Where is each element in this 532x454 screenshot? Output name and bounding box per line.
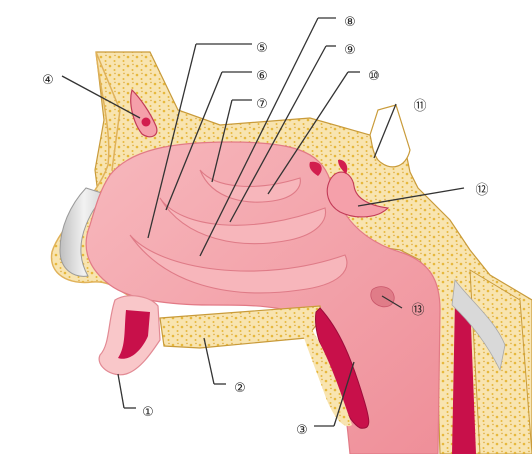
label-3: ③ (296, 423, 308, 438)
nasal-cartilage (59, 187, 110, 277)
label-7: ⑦ (256, 97, 268, 112)
label-7-text: ⑦ (256, 97, 268, 112)
label-4: ④ (42, 73, 54, 88)
pharyngeal-wall (452, 300, 476, 454)
label-12-text: ⑫ (475, 183, 488, 198)
superior-turbinate (199, 169, 301, 203)
label-5: ⑤ (256, 41, 268, 56)
label-1: ① (142, 405, 154, 420)
sella-turcica (369, 104, 411, 168)
label-5-text: ⑤ (256, 41, 268, 56)
sphenoid-sinus (326, 171, 390, 218)
label-6: ⑥ (256, 69, 268, 84)
label-9: ⑨ (344, 43, 356, 58)
label-8-text: ⑧ (344, 15, 356, 30)
label-10-text: ⑩ (368, 69, 380, 84)
hard-palate (159, 305, 323, 349)
label-2: ② (234, 381, 246, 396)
label-13-text: ⑬ (411, 303, 424, 318)
label-11: ⑪ (413, 99, 426, 114)
label-1-text: ① (142, 405, 154, 420)
label-3-text: ③ (296, 423, 308, 438)
label-9-text: ⑨ (344, 43, 356, 58)
label-13: ⑬ (411, 303, 424, 318)
label-10: ⑩ (368, 69, 380, 84)
inferior-turbinate (129, 234, 348, 294)
label-2-text: ② (234, 381, 246, 396)
label-4-text: ④ (42, 73, 54, 88)
label-12: ⑫ (475, 183, 488, 198)
label-8: ⑧ (344, 15, 356, 30)
label-11-text: ⑪ (413, 99, 426, 114)
middle-turbinate (159, 197, 327, 245)
soft-palate (315, 307, 370, 429)
label-6-text: ⑥ (256, 69, 268, 84)
